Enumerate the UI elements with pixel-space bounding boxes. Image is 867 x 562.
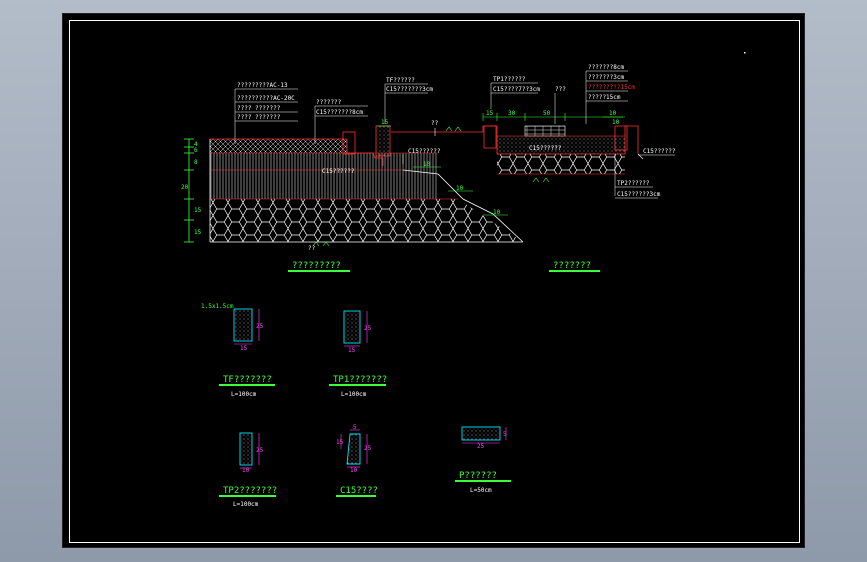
detail-p[interactable]: 5 25 P?????? L=50cm — [455, 426, 511, 494]
c15-width: 10 — [350, 467, 358, 474]
title-p-detail: P?????? — [459, 471, 497, 481]
tp1-width: 15 — [348, 347, 356, 354]
label-tp1-conc: C15????7??3cm — [493, 86, 540, 93]
label-tp2: TP2?????? — [617, 180, 650, 187]
label-paving-3: ?????????15cm — [588, 84, 635, 91]
dim-v6: 6 — [194, 147, 198, 154]
road-cross-section[interactable]: 4 6 8 20 15 15 ?????????AC-13 ??????????… — [181, 77, 524, 252]
drawing-canvas[interactable]: 4 6 8 20 15 15 ?????????AC-13 ??????????… — [62, 13, 805, 548]
dim-15a: 15 — [381, 119, 389, 126]
title-road-section: ????????? — [292, 261, 341, 271]
label-tp2-conc: C15??????3cm — [617, 191, 661, 198]
grass-symbol — [312, 241, 330, 247]
label-tf-conc: C15???????3cm — [386, 86, 433, 93]
dim-v15b: 15 — [194, 229, 202, 236]
title-tf-detail: TF??????? — [223, 375, 272, 385]
sidewalk-gravel — [497, 136, 625, 154]
label-base-conc: C15?????? — [529, 145, 562, 152]
dim-15b: 15 — [486, 110, 494, 117]
detail-tp2[interactable]: 25 10 TP2??????? L=100cm — [219, 432, 277, 508]
detail-tp1[interactable]: 25 15 TP1??????? L=100cm — [329, 310, 387, 398]
label-surface-1: ?????????AC-13 — [237, 82, 288, 89]
label-curb-conc: C15???????8cm — [316, 109, 363, 116]
tp2-section-shape — [239, 432, 253, 466]
tf-width: 15 — [240, 345, 248, 352]
corner-note: 1.5x1.5cm — [201, 303, 234, 310]
label-paving-2: ???????3cm — [588, 74, 625, 81]
label-mid-conc: C15?????? — [408, 148, 441, 155]
tf-length: L=100cm — [231, 391, 257, 398]
dim-v4: 4 — [194, 141, 198, 148]
c15-side: 15 — [336, 439, 344, 446]
c15-top: 5 — [353, 424, 357, 431]
paving-block — [524, 125, 566, 137]
cad-drawing[interactable]: 4 6 8 20 15 15 ?????????AC-13 ??????????… — [63, 14, 806, 549]
tp1-curb — [483, 125, 497, 149]
c15-height: 25 — [364, 445, 372, 452]
label-tp1: TP1?????? — [493, 76, 526, 83]
label-paving-1: ???????8cm — [588, 64, 625, 71]
dim-10a: 10 — [609, 110, 617, 117]
dim-v20: 20 — [181, 184, 189, 191]
asphalt-layer — [210, 139, 347, 153]
label-surface-3: ???? ??????? — [237, 105, 281, 112]
detail-c15[interactable]: 5 25 15 10 C15???? — [336, 424, 378, 497]
tp1-height: 25 — [364, 325, 372, 332]
grass-symbol — [445, 126, 462, 132]
label-plant: ??? — [555, 86, 566, 93]
subgrade-hex-fill — [210, 199, 523, 242]
tp2-curb — [614, 125, 628, 151]
p-section-shape — [461, 426, 501, 441]
embankment-slope — [402, 169, 524, 243]
detail-tf[interactable]: 1.5x1.5cm 25 15 TF??????? L=100cm — [201, 303, 275, 398]
label-pipe: ?? — [431, 120, 439, 127]
tp2-height: 25 — [256, 447, 264, 454]
label-tf: TF?????? — [386, 77, 415, 84]
drawing-border-frame — [69, 20, 800, 543]
dim-10c: 10 — [456, 185, 464, 192]
label-curb: ??????? — [316, 99, 342, 106]
dim-10e: 10 — [612, 119, 620, 126]
tf-section-shape — [233, 308, 253, 342]
dim-v15a: 15 — [194, 207, 202, 214]
p-width: 25 — [477, 443, 485, 450]
label-surface-4: ???? ??????? — [237, 114, 281, 121]
sidewalk-hex-fill — [497, 154, 625, 174]
label-qmark: ?? — [308, 245, 316, 252]
label-center: C15?????? — [322, 168, 355, 175]
label-surface-2: ??????????AC-20C — [237, 95, 295, 102]
curb-block — [342, 131, 356, 155]
tp1-length: L=100cm — [341, 391, 367, 398]
tp2-length: L=100cm — [233, 501, 259, 508]
stray-mark — [744, 52, 746, 54]
dim-v8: 8 — [194, 159, 198, 166]
title-c15-detail: C15???? — [340, 486, 378, 496]
dim-10b: 10 — [423, 161, 431, 168]
grass-symbol — [532, 177, 550, 183]
title-tp1-detail: TP1??????? — [333, 375, 387, 385]
dim-30: 30 — [508, 110, 516, 117]
dim-50: 50 — [543, 110, 551, 117]
tf-height: 25 — [256, 323, 264, 330]
base-layer — [210, 153, 438, 199]
label-paving-4: ?????15cm — [588, 94, 621, 101]
p-length: L=50cm — [470, 487, 492, 494]
tf-curb-block — [375, 125, 391, 157]
label-c15-right: C15?????? — [643, 148, 676, 155]
dim-10d: 10 — [493, 209, 501, 216]
p-height: 5 — [503, 431, 507, 438]
tp2-width: 10 — [242, 467, 250, 474]
tp1-section-shape — [343, 310, 361, 344]
title-tp2-detail: TP2??????? — [223, 486, 277, 496]
c15-section-shape — [346, 433, 361, 465]
sidewalk-cross-section[interactable]: 15 30 50 10 TP1?????? C15????7??3cm ??? … — [463, 64, 676, 199]
title-sidewalk-section: ??????? — [553, 261, 591, 271]
